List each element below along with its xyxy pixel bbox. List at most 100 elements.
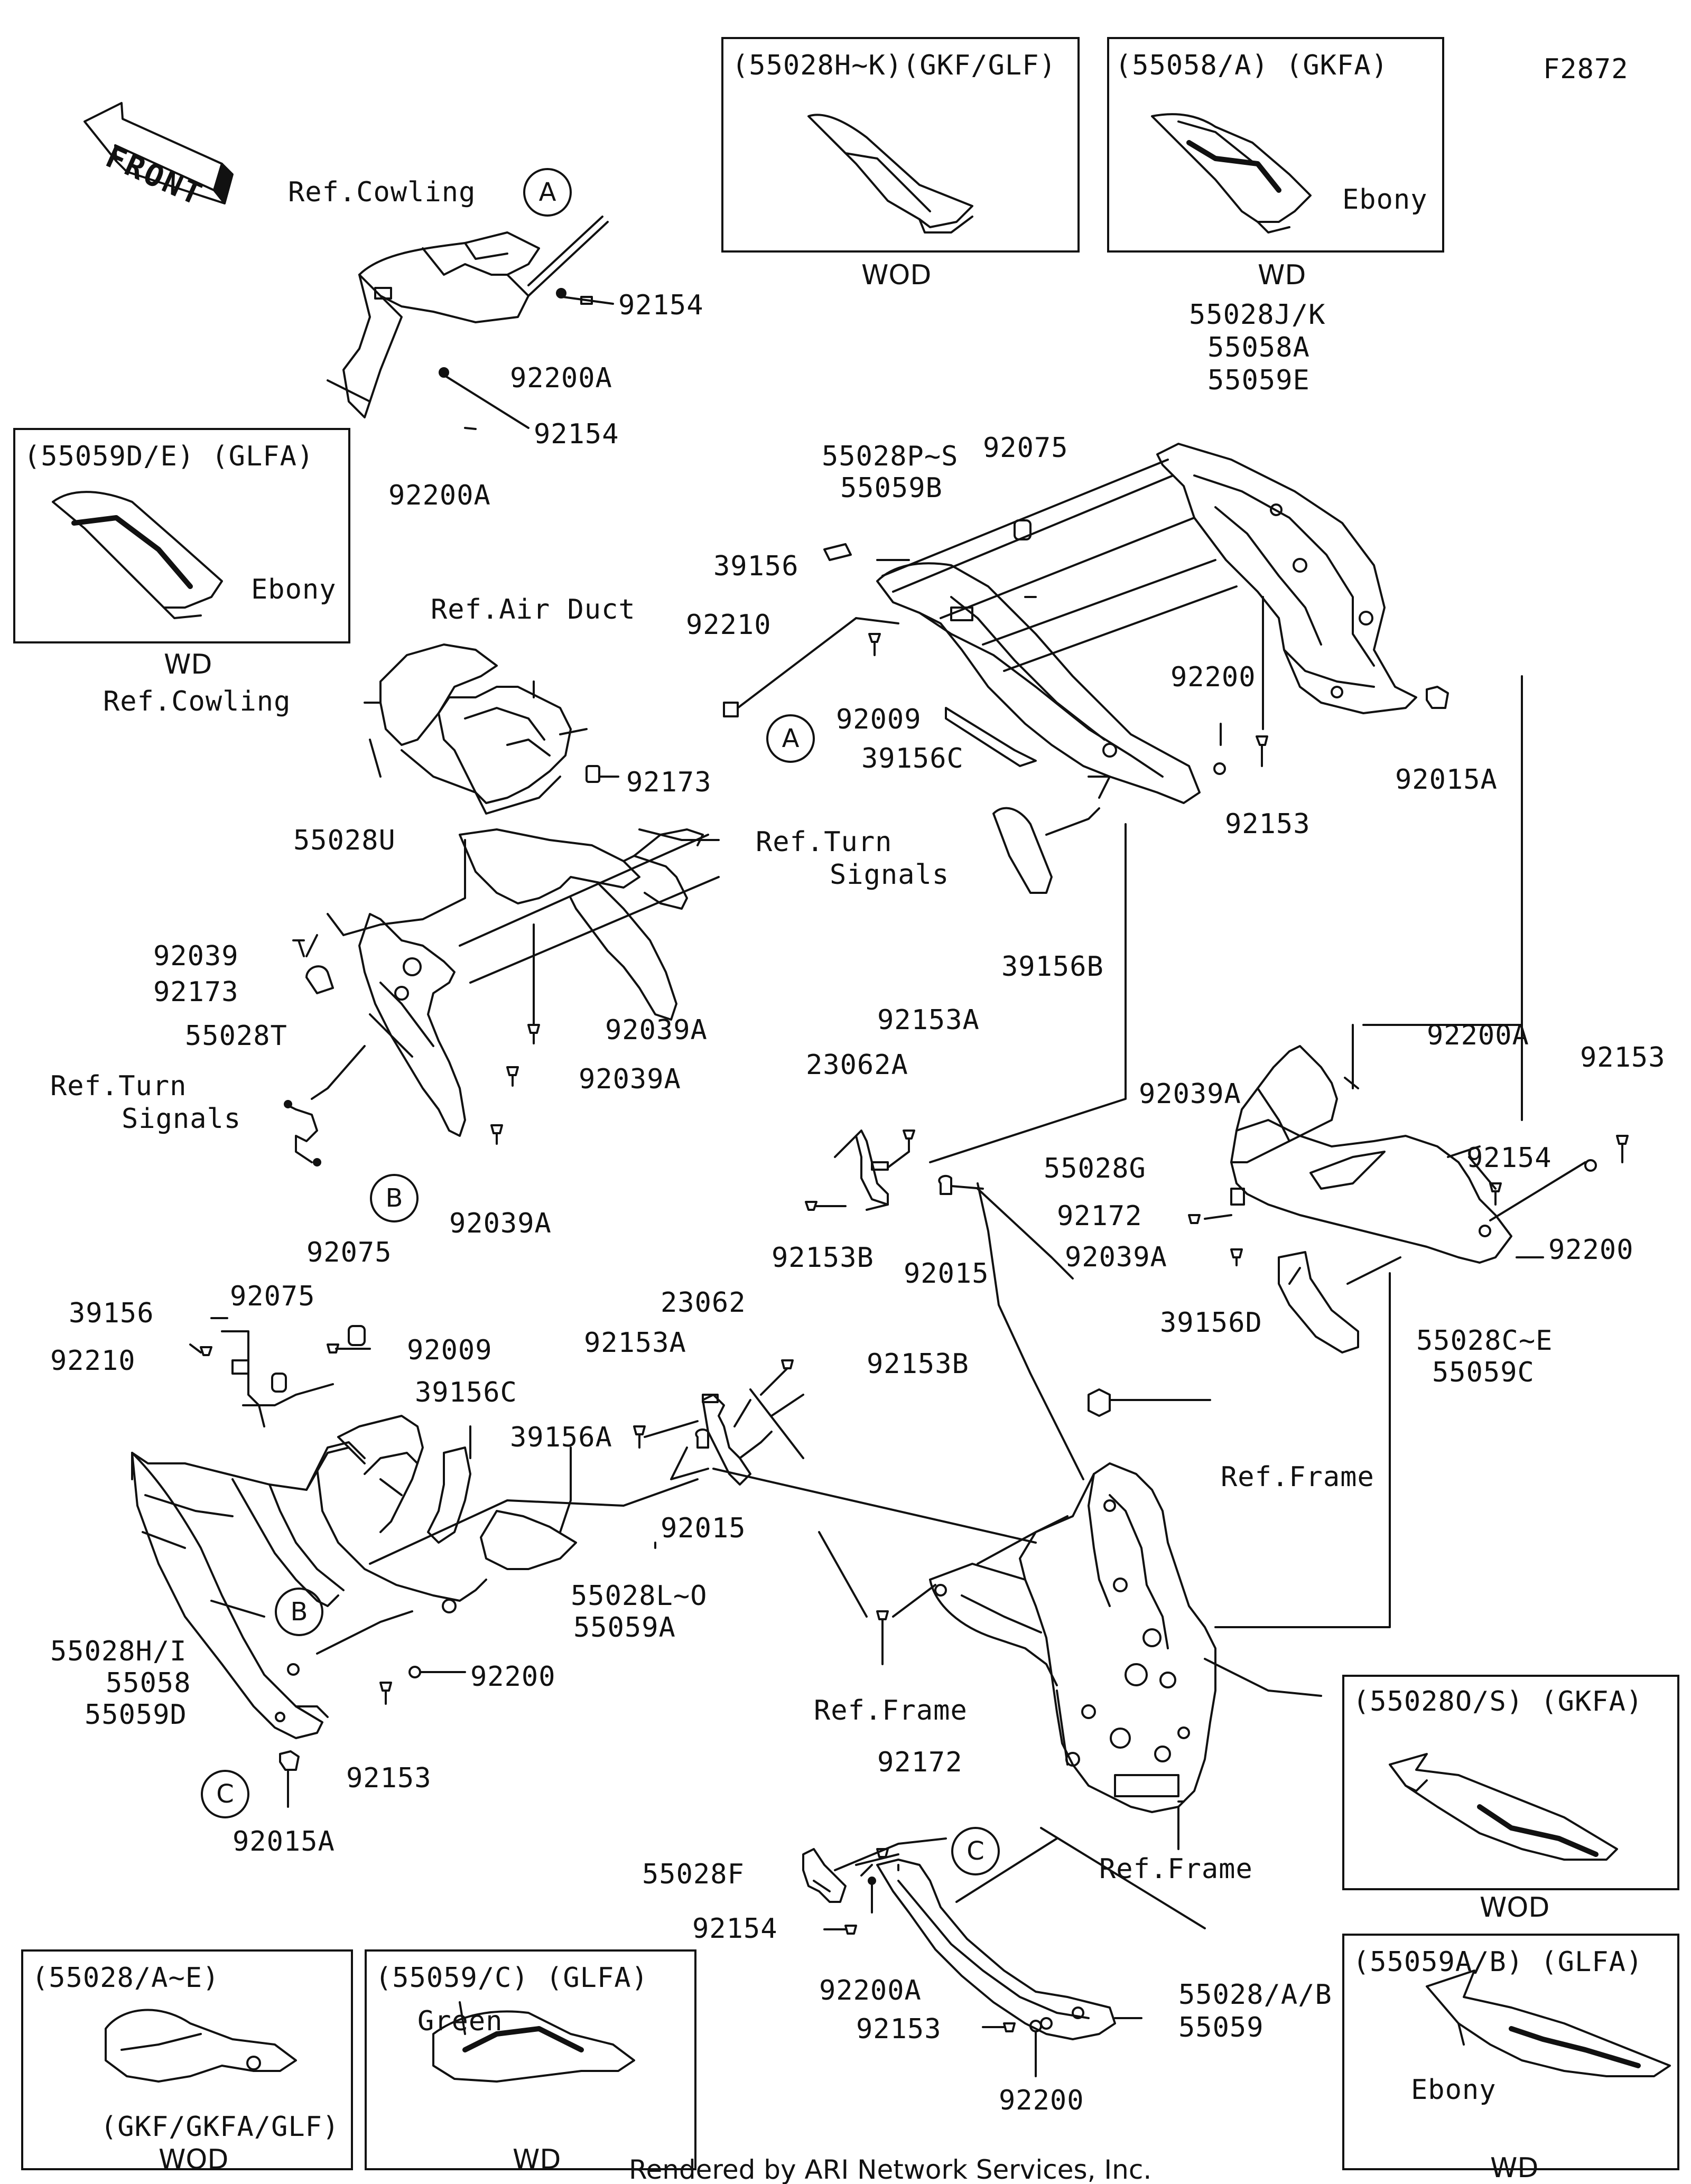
part-label: 55059A xyxy=(573,1612,676,1644)
part-label: Signals xyxy=(830,859,950,891)
inset-4-note: (GKF/GKFA/GLF) xyxy=(100,2111,340,2143)
upper-cowl-drawing xyxy=(327,231,540,418)
figure-id: F2872 xyxy=(1543,53,1629,85)
part-label: 92153B xyxy=(867,1348,969,1380)
part-label: 55058A xyxy=(1207,332,1310,363)
inset-box-7 xyxy=(1342,1934,1679,2170)
front-arrow-label: FRONT xyxy=(100,138,209,213)
lower-fairing-drawing xyxy=(876,1859,1116,2040)
air-duct-drawing xyxy=(364,643,588,815)
part-label: Signals xyxy=(122,1103,241,1135)
part-label: 55028F xyxy=(642,1859,745,1890)
part-label: 92172 xyxy=(877,1747,963,1778)
inset-3-drawing xyxy=(52,491,223,619)
part-label: 92015 xyxy=(904,1258,989,1290)
part-label: 55028G xyxy=(1044,1153,1146,1184)
leader-lines xyxy=(443,296,614,429)
part-label: 92200 xyxy=(470,1661,556,1693)
callout-a-top: A xyxy=(523,168,572,217)
inset-7-title: (55059A/B) (GLFA) xyxy=(1353,1946,1643,1978)
inset-2-note: Ebony xyxy=(1342,184,1428,216)
part-label: 92039A xyxy=(579,1063,681,1095)
part-label: 92153 xyxy=(856,2013,942,2045)
part-label: Ref.Cowling xyxy=(103,686,291,717)
bracket-23062 xyxy=(702,1394,773,1486)
inset-6-caption: WOD xyxy=(1480,1892,1550,1924)
clip-92173-left xyxy=(305,965,334,994)
part-label: 92154 xyxy=(618,290,704,321)
part-label: 92154 xyxy=(1466,1142,1552,1174)
part-label: 23062 xyxy=(661,1287,746,1319)
part-label: 55028J/K xyxy=(1189,299,1326,331)
part-label: Ref.Frame xyxy=(1099,1853,1253,1885)
inset-7-note: Ebony xyxy=(1411,2074,1497,2106)
inset-5-note: Green xyxy=(417,2005,503,2037)
part-label: 92200 xyxy=(999,2085,1084,2116)
part-label: 39156C xyxy=(415,1377,517,1408)
callout-c-right: C xyxy=(951,1827,1000,1875)
callout-b-mid: B xyxy=(370,1174,419,1222)
inset-box-5 xyxy=(365,1949,696,2170)
inset-6-title: (55028O/S) (GKFA) xyxy=(1353,1686,1643,1718)
part-label: 92210 xyxy=(686,609,772,641)
part-label: 39156 xyxy=(69,1298,154,1329)
inset-2-title: (55058/A) (GKFA) xyxy=(1115,50,1388,81)
part-label: 92075 xyxy=(983,432,1069,464)
part-label: 55028L~O xyxy=(571,1580,708,1612)
projection-lines xyxy=(881,459,1238,672)
strip-39156a xyxy=(480,1510,577,1570)
part-label: 92153 xyxy=(1225,808,1311,840)
part-label: 92039A xyxy=(605,1014,708,1046)
part-label: 92039 xyxy=(153,940,239,972)
inset-box-4 xyxy=(21,1949,353,2170)
leader-a xyxy=(527,216,609,297)
part-label: 92015A xyxy=(1395,764,1498,796)
part-label: 92173 xyxy=(626,767,712,798)
inset-4-drawing xyxy=(105,2009,297,2083)
footer-credit: Rendered by ARI Network Services, Inc. xyxy=(629,2154,1152,2184)
part-label: 39156D xyxy=(1160,1307,1262,1339)
part-label: 55028C~E xyxy=(1416,1325,1553,1357)
part-label: 92200A xyxy=(510,362,612,394)
strip-39156 xyxy=(823,543,852,561)
part-label: 55028T xyxy=(185,1020,287,1052)
part-label: 92039A xyxy=(449,1208,552,1239)
clip-92210 xyxy=(723,702,739,717)
lower-cowl-drawing xyxy=(131,1441,487,1739)
main-fairing-drawing xyxy=(1156,443,1417,714)
part-label: 92200 xyxy=(1548,1234,1634,1266)
part-label: 39156 xyxy=(713,550,799,582)
part-label: 55058 xyxy=(106,1667,191,1699)
part-label: 55059E xyxy=(1207,365,1310,396)
inset-1-title: (55028H~K)(GKF/GLF) xyxy=(732,50,1056,81)
callout-a-mid: A xyxy=(766,714,815,763)
inset-4-title: (55028/A~E) xyxy=(32,1962,220,1994)
part-label: 92039A xyxy=(1065,1242,1167,1273)
inset-2-caption: WD xyxy=(1258,259,1306,291)
part-label: 55059 xyxy=(1178,2012,1264,2043)
inset-5-caption: WD xyxy=(513,2144,561,2176)
part-label: 92075 xyxy=(306,1237,392,1268)
front-arrow: FRONT xyxy=(74,106,227,213)
part-label: 55028/A/B xyxy=(1178,1979,1332,2011)
clip-92210-lower xyxy=(231,1359,249,1375)
part-label: 55059C xyxy=(1432,1357,1535,1388)
inset-6-drawing xyxy=(1389,1753,1618,1861)
part-label: 92015A xyxy=(233,1826,335,1858)
strip-39156d xyxy=(1278,1251,1359,1354)
inset-box-6 xyxy=(1342,1675,1679,1890)
part-label: 92009 xyxy=(407,1334,493,1366)
part-label: 92172 xyxy=(1057,1200,1142,1232)
part-label: 92015 xyxy=(661,1513,746,1544)
part-label: 92153A xyxy=(584,1327,686,1359)
inset-3-note: Ebony xyxy=(251,574,337,605)
grommet-92015a xyxy=(1426,686,1449,709)
turn-signal-wire-left xyxy=(284,1103,318,1163)
part-label: 92210 xyxy=(50,1345,136,1377)
inset-3-title: (55059D/E) (GLFA) xyxy=(24,441,314,472)
part-label: 92173 xyxy=(153,976,239,1008)
part-label: Ref.Frame xyxy=(1221,1461,1374,1493)
inset-5-title: (55059/C) (GLFA) xyxy=(375,1962,648,1994)
part-label: 92075 xyxy=(230,1281,315,1312)
